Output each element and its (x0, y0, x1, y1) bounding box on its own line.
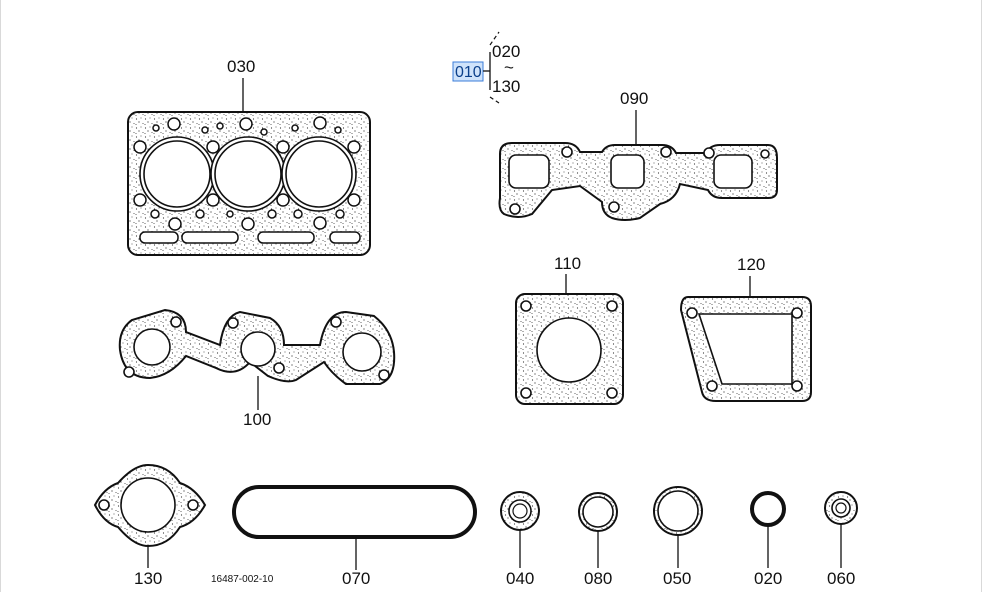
part-label-120: 120 (737, 255, 765, 274)
part-label-060: 060 (827, 569, 855, 588)
left-frame-border (0, 0, 1, 592)
part-label-090: 090 (620, 89, 648, 108)
callout-number: 010 (455, 64, 482, 81)
oil-seal-040: 040 (500, 491, 540, 588)
part-label-050: 050 (663, 569, 691, 588)
ring-080: 080 (578, 492, 618, 588)
exhaust-manifold-gasket: 090 (498, 89, 778, 221)
loop-seal: 070 (232, 485, 477, 588)
square-flange-gasket: 110 (515, 254, 624, 405)
part-label-070: 070 (342, 569, 370, 588)
part-label-100: 100 (243, 410, 271, 429)
part-label-110: 110 (554, 254, 581, 273)
cylinder-head-gasket: 030 (127, 57, 371, 256)
ring-050: 050 (653, 486, 703, 588)
part-label-020: 020 (754, 569, 782, 588)
part-label-130: 130 (134, 569, 162, 588)
seal-060: 060 (824, 491, 858, 588)
intake-manifold-gasket: 100 (118, 308, 396, 429)
range-start: 020 (492, 42, 520, 61)
oval-flange-gasket: 130 (93, 463, 207, 588)
part-label-030: 030 (227, 57, 255, 76)
part-label-040: 040 (506, 569, 534, 588)
drawing-code: 16487-002-10 (211, 574, 274, 585)
o-ring-020: 020 (750, 491, 786, 588)
cover-gasket: 120 (679, 255, 812, 402)
range-separator: ~ (504, 58, 514, 77)
range-end: 130 (492, 77, 520, 96)
part-label-080: 080 (584, 569, 612, 588)
kit-callout: 010 020 ~ 130 (452, 31, 520, 104)
